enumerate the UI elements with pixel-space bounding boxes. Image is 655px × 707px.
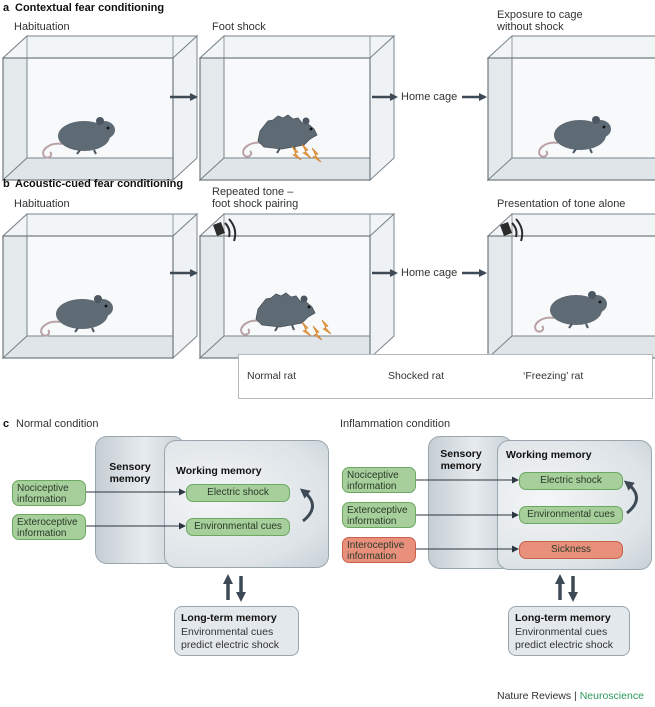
panel-b-title: Acoustic-cued fear conditioning — [15, 178, 184, 190]
panel-a-step3-label-line1: Exposure to cage — [497, 9, 583, 21]
legend-shocked-label: Shocked rat — [388, 370, 445, 382]
working-memory-label: Working memory — [176, 465, 262, 477]
panel-a-letter: a — [3, 2, 10, 14]
footer-credit: Nature Reviews | Neuroscience — [497, 690, 644, 702]
legend-normal-label: Normal rat — [247, 370, 297, 382]
long-term-memory-box — [174, 606, 299, 656]
working-memory-label: Working memory — [506, 449, 592, 461]
ltm-title: Long-term memory — [515, 612, 611, 624]
separator: | — [574, 690, 577, 702]
ltm-title: Long-term memory — [181, 612, 277, 624]
panel-b-step2-label-line2: foot shock pairing — [212, 198, 299, 210]
home-cage-label: Home cage — [401, 267, 458, 279]
ltm-line1: Environmental cues — [181, 626, 274, 638]
panel-a-step1-label: Habituation — [14, 21, 70, 33]
panel-b-step1-label: Habituation — [14, 198, 70, 210]
legend-box — [238, 354, 653, 399]
item-sickness: Sickness — [519, 541, 623, 559]
normal-condition-title: Normal condition — [16, 418, 99, 430]
panel-a-title: Contextual fear conditioning — [15, 2, 165, 14]
legend-freezing-label: ‘Freezing’ rat — [523, 370, 584, 382]
item-electric-shock: Electric shock — [186, 484, 290, 502]
home-cage-label: Home cage — [401, 91, 458, 103]
panel-b-step3-label: Presentation of tone alone — [497, 198, 626, 210]
section-name: Neuroscience — [579, 690, 644, 702]
panel-b-step2-label-line1: Repeated tone – — [212, 186, 294, 198]
item-electric-shock: Electric shock — [519, 472, 623, 490]
ltm-line2: predict electric shock — [515, 639, 614, 651]
inflammation-condition-title: Inflammation condition — [340, 418, 451, 430]
ltm-line2: predict electric shock — [181, 639, 280, 651]
panel-a-step3-label-line2: without shock — [497, 21, 564, 33]
journal-name: Nature Reviews — [497, 690, 572, 702]
ltm-line1: Environmental cues — [515, 626, 608, 638]
long-term-memory-box — [508, 606, 630, 656]
panel-c-letter: c — [3, 418, 10, 430]
working-memory-box — [164, 440, 329, 568]
panel-a-step2-label: Foot shock — [212, 21, 266, 33]
item-environmental-cues: Environmental cues — [519, 506, 623, 524]
item-environmental-cues: Environmental cues — [186, 518, 290, 536]
panel-b-letter: b — [3, 178, 10, 190]
